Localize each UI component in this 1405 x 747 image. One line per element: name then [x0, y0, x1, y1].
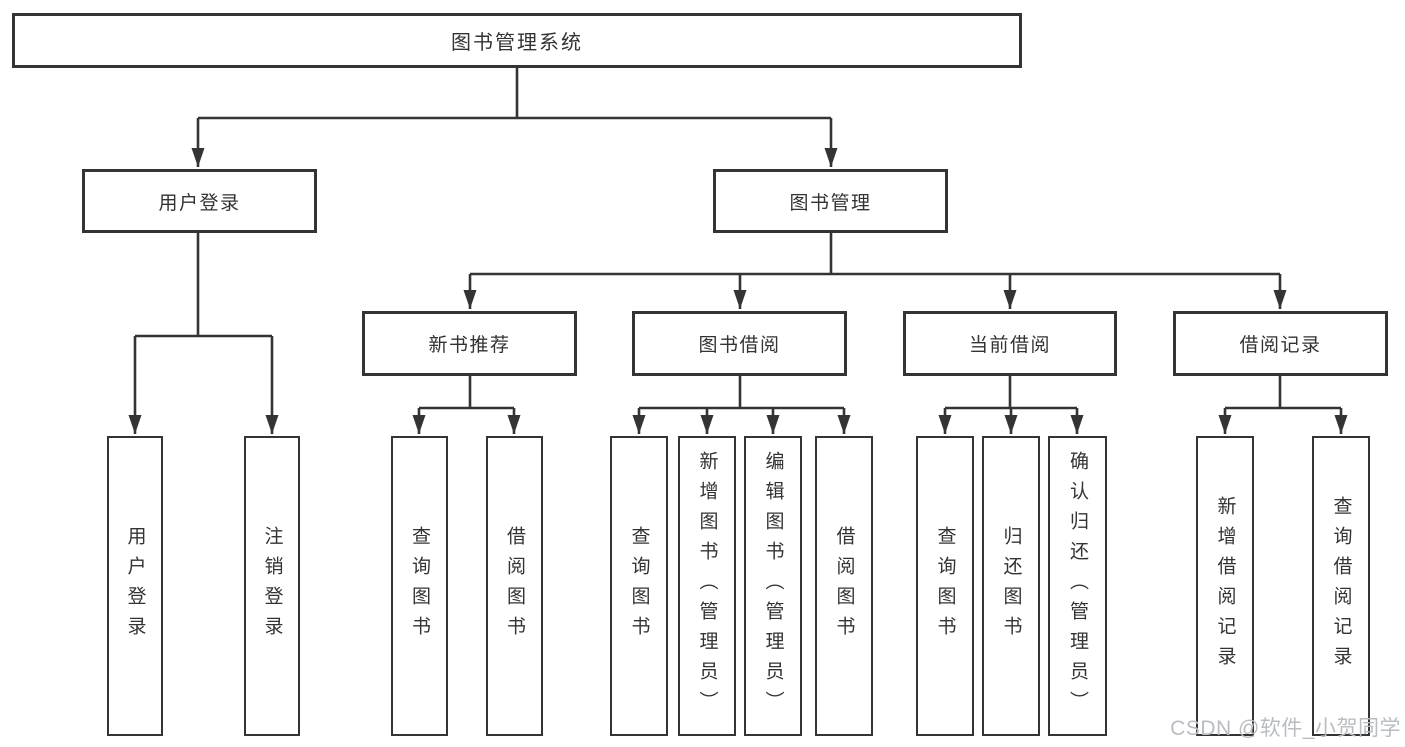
leaf-borrow-books-1: 借阅图书: [486, 436, 543, 736]
leaf-add-borrow-record: 新增借阅记录: [1196, 436, 1254, 736]
node-book-borrow: 图书借阅: [632, 311, 847, 376]
leaf-return-book: 归还图书: [982, 436, 1040, 736]
leaf-label: 新增借阅记录: [1214, 496, 1236, 676]
leaf-label: 查询借阅记录: [1330, 496, 1352, 676]
node-new-book-recommend: 新书推荐: [362, 311, 577, 376]
leaf-label: 借阅图书: [833, 526, 855, 646]
leaf-label: 新增图书（管理员）: [696, 451, 718, 721]
leaf-query-books-2: 查询图书: [610, 436, 668, 736]
node-book-management: 图书管理: [713, 169, 948, 233]
leaf-confirm-return-admin: 确认归还（管理员）: [1048, 436, 1107, 736]
leaf-label: 用户登录: [124, 526, 146, 646]
leaf-query-borrow-record: 查询借阅记录: [1312, 436, 1370, 736]
node-current-borrow: 当前借阅: [903, 311, 1117, 376]
leaf-label: 确认归还（管理员）: [1067, 451, 1088, 721]
leaf-borrow-books-2: 借阅图书: [815, 436, 873, 736]
leaf-logout: 注销登录: [244, 436, 300, 736]
leaf-query-books-1: 查询图书: [391, 436, 448, 736]
leaf-add-book-admin: 新增图书（管理员）: [678, 436, 736, 736]
watermark: CSDN @软件_小贺同学: [1170, 717, 1401, 740]
leaf-user-login: 用户登录: [107, 436, 163, 736]
leaf-edit-book-admin: 编辑图书（管理员）: [744, 436, 802, 736]
leaf-label: 查询图书: [934, 526, 956, 646]
leaf-label: 编辑图书（管理员）: [762, 451, 784, 721]
leaf-label: 查询图书: [409, 526, 430, 646]
node-borrow-records: 借阅记录: [1173, 311, 1388, 376]
leaf-label: 归还图书: [1000, 526, 1022, 646]
node-user-login: 用户登录: [82, 169, 317, 233]
leaf-label: 注销登录: [261, 526, 283, 646]
node-system-root: 图书管理系统: [12, 13, 1022, 68]
leaf-label: 借阅图书: [504, 526, 525, 646]
leaf-query-books-3: 查询图书: [916, 436, 974, 736]
leaf-label: 查询图书: [628, 526, 650, 646]
